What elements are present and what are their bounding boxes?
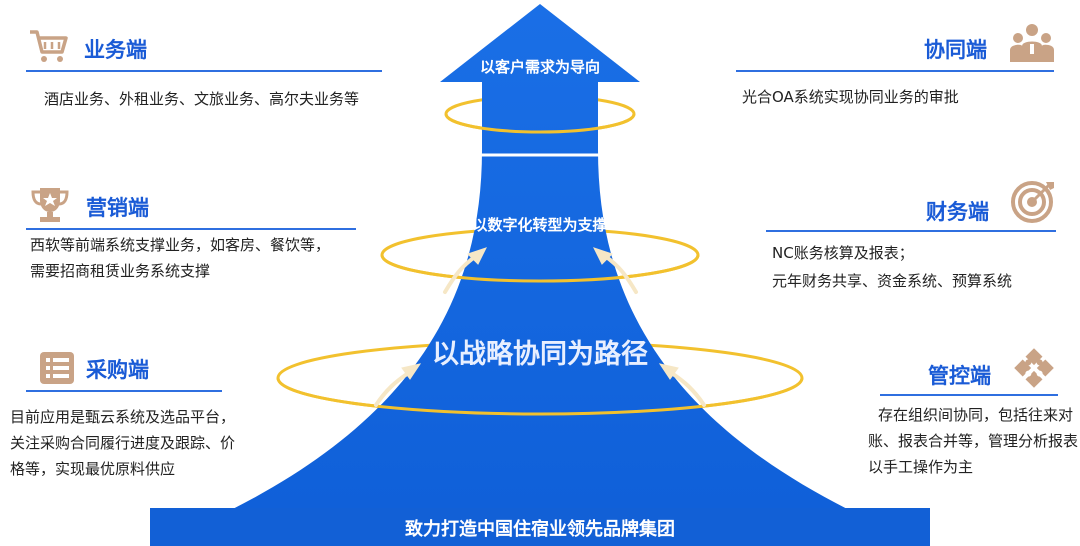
- finance-desc-line2: 元年财务共享、资金系统、预算系统: [772, 272, 1013, 290]
- arrow-base-label: 致力打造中国住宿业领先品牌集团: [405, 519, 675, 540]
- marketing-desc: 西软等前端系统支撑业务，如客房、餐饮等，需要招商租赁业务系统支撑: [30, 236, 331, 280]
- business-title: 业务端: [84, 38, 147, 62]
- control-underline: [880, 394, 1058, 396]
- finance-title: 财务端: [926, 200, 989, 224]
- arrow-base: [150, 508, 930, 546]
- curve-arrow-mid-right-head: [593, 247, 613, 265]
- curve-arrow-mid-left-head: [467, 247, 487, 265]
- finance-desc-line1: NC账务核算及报表；: [772, 244, 914, 262]
- procurement-title: 采购端: [86, 358, 149, 382]
- control-desc: 存在组织间协同，包括往来对账、报表合并等，管理分析报表以手工操作为主: [868, 406, 1079, 476]
- marketing-underline: [26, 228, 356, 230]
- finance-underline: [766, 230, 1056, 232]
- collaboration-desc: 光合OA系统实现协同业务的审批: [742, 88, 959, 106]
- procurement-underline: [26, 390, 222, 392]
- trophy-icon: [31, 188, 69, 222]
- team-icon: [1010, 24, 1054, 62]
- arrow-body: [150, 4, 930, 546]
- procurement-desc: 目前应用是甄云系统及选品平台，关注采购合同履行进度及跟踪、价格等，实现最优原料供…: [10, 408, 236, 478]
- ring-low-front: [276, 377, 804, 416]
- curve-arrow-low-left-head: [401, 363, 422, 380]
- business-underline: [26, 70, 382, 72]
- marketing-title: 营销端: [86, 196, 149, 220]
- target-icon: [1011, 181, 1054, 223]
- curve-arrow-mid-right: [603, 254, 638, 294]
- ring-top-front: [444, 113, 636, 134]
- shopping-cart-icon: [30, 30, 68, 62]
- curve-arrow-low-right-head: [658, 363, 679, 380]
- collaboration-underline: [736, 70, 1054, 72]
- ring-mid-front: [380, 254, 700, 283]
- arrow-top-label: 以客户需求为导向: [479, 58, 600, 76]
- business-desc: 酒店业务、外租业务、文旅业务、高尔夫业务等: [44, 90, 360, 108]
- collaboration-title: 协同端: [924, 38, 987, 62]
- control-title: 管控端: [928, 364, 991, 388]
- puzzle-icon: [1014, 348, 1054, 388]
- clipboard-list-icon: [40, 352, 74, 384]
- arrow-mid-label: 以数字化转型为支撑: [472, 216, 608, 234]
- arrow-main-label: 以战略协同为路径: [432, 339, 648, 370]
